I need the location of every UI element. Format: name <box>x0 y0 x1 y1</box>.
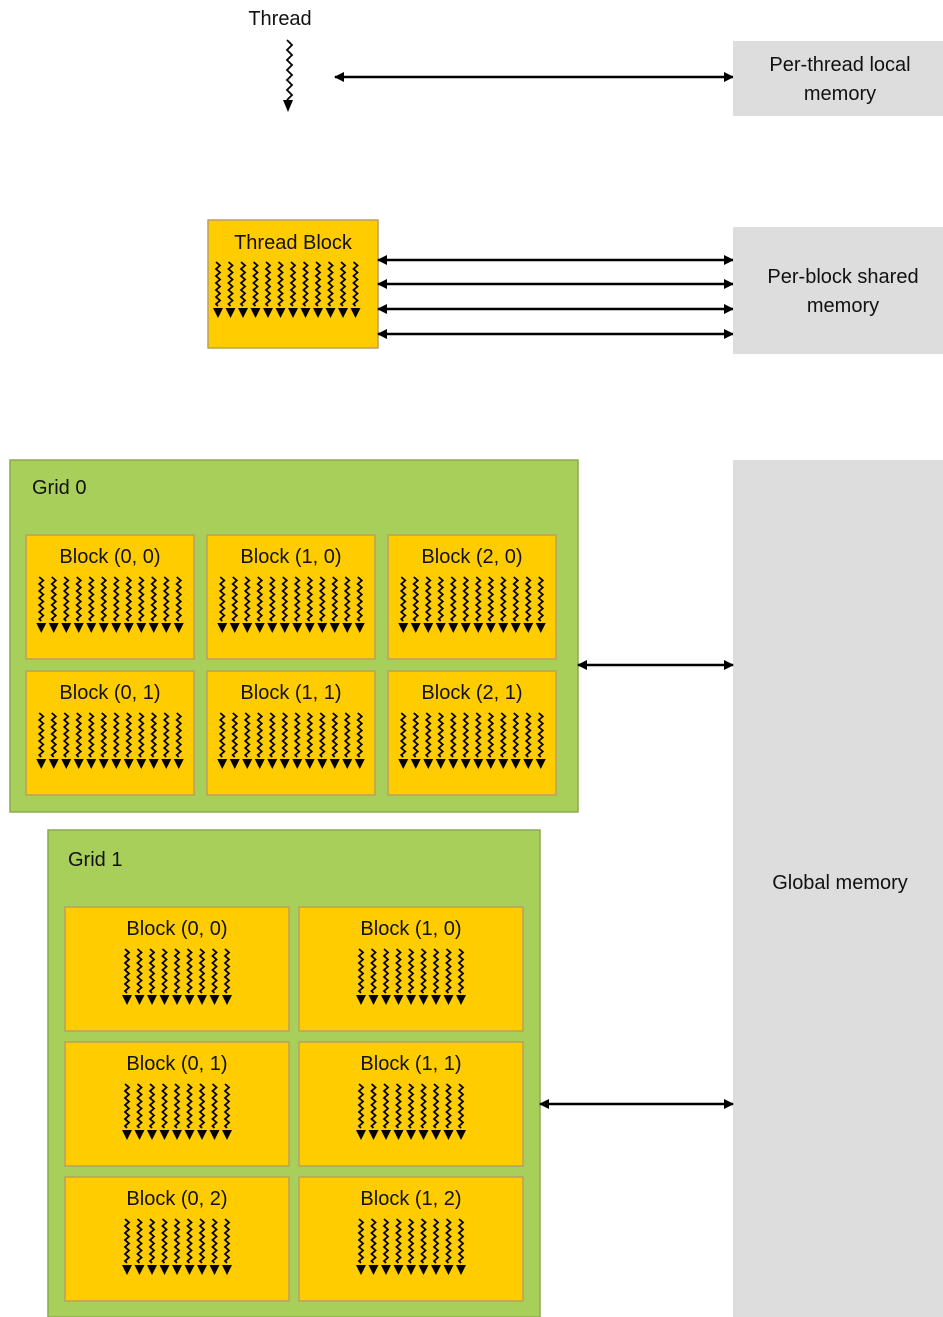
local-memory-label-line2: memory <box>804 83 876 105</box>
global-memory-box <box>733 460 943 1317</box>
block-label: Block (1, 0) <box>240 546 341 568</box>
grid-1-blocks: Block (0, 0) Block (1, 0) Block (0, 1) Bloc… <box>64 906 524 1302</box>
grid-0-blocks: Block (0, 0) Block (1, 0) Block (2, 0) Bloc… <box>25 534 557 796</box>
block-label: Block (2, 0) <box>421 546 522 568</box>
thread-label: Thread <box>248 8 311 30</box>
block-label: Block (1, 0) <box>360 918 461 940</box>
shared-memory-label-line1: Per-block shared <box>767 266 918 288</box>
block-box <box>64 1041 290 1167</box>
per-thread-local-memory-box <box>733 41 943 116</box>
block-label: Block (0, 2) <box>126 1188 227 1210</box>
per-block-shared-memory-box <box>733 227 943 354</box>
block-label: Block (1, 1) <box>360 1053 461 1075</box>
local-memory-label-line1: Per-thread local <box>769 54 910 76</box>
shared-memory-label-line2: memory <box>807 295 879 317</box>
block-label: Block (2, 1) <box>421 682 522 704</box>
block-label: Block (0, 1) <box>59 682 160 704</box>
block-label: Block (0, 0) <box>59 546 160 568</box>
thread-wavy-arrow <box>282 39 294 113</box>
block-label: Block (1, 1) <box>240 682 341 704</box>
block-label: Block (0, 0) <box>126 918 227 940</box>
grid-0-title: Grid 0 <box>32 477 86 499</box>
global-memory-label: Global memory <box>772 872 908 894</box>
block-label: Block (0, 1) <box>126 1053 227 1075</box>
shared-memory-arrows <box>377 255 734 339</box>
block-label: Block (1, 2) <box>360 1188 461 1210</box>
thread-block-label: Thread Block <box>234 232 353 254</box>
grid-1-title: Grid 1 <box>68 849 122 871</box>
